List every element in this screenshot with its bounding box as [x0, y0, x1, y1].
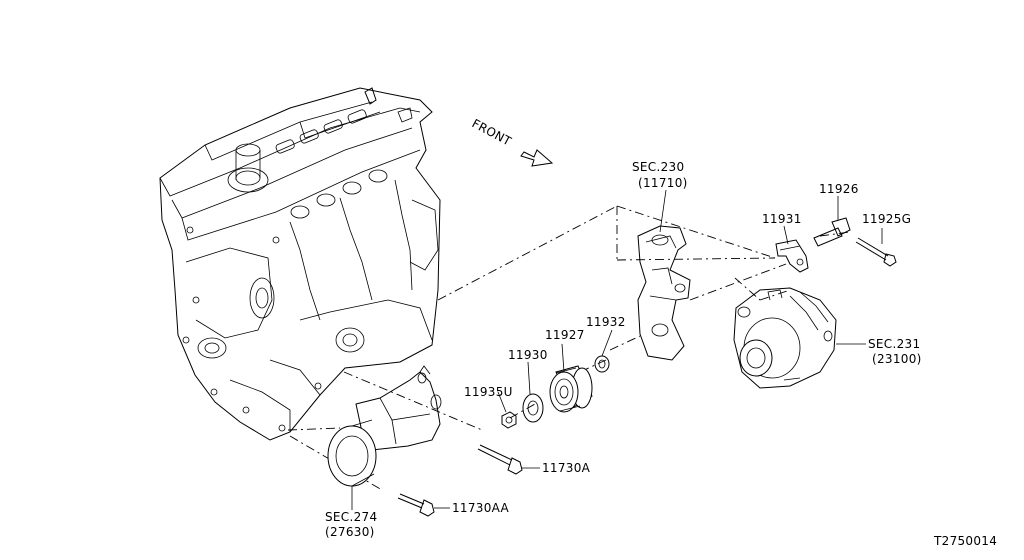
- bolt-11730a: [477, 444, 523, 475]
- label-11932: 11932: [586, 315, 626, 329]
- label-11930: 11930: [508, 348, 548, 362]
- sec230-ref: SEC.230: [632, 160, 684, 174]
- alternator: [733, 287, 837, 389]
- sec230-code: (11710): [638, 176, 688, 190]
- sec231-ref: SEC.231: [868, 337, 920, 351]
- label-11931: 11931: [762, 212, 802, 226]
- label-11935u: 11935U: [464, 385, 513, 399]
- sec274-code: (27630): [325, 525, 375, 539]
- leader-lines: [351, 189, 883, 510]
- label-11730aa: 11730AA: [452, 501, 510, 515]
- part-labels: SEC.230 (11710) 11931 11926 11925G SEC.2…: [325, 160, 997, 548]
- label-11925g: 11925G: [862, 212, 911, 226]
- bolt-11925g: [855, 237, 897, 267]
- washer-11930: [522, 393, 544, 423]
- nut-11935u: [501, 411, 517, 429]
- idler-bracket: [637, 225, 691, 361]
- bolt-11926: [813, 217, 851, 247]
- front-arrow-icon: [520, 149, 554, 167]
- engine-block: [159, 87, 441, 441]
- adjuster-11931: [775, 239, 809, 273]
- spacer-11932: [594, 355, 610, 373]
- label-11927: 11927: [545, 328, 585, 342]
- ac-compressor: [327, 365, 442, 487]
- bolt-11730aa: [397, 493, 435, 517]
- label-11730a: 11730A: [542, 461, 591, 475]
- diagram-id: T2750014: [933, 534, 997, 548]
- front-label: FRONT: [470, 116, 514, 148]
- idler-pulley-11927: [549, 365, 593, 413]
- label-11926: 11926: [819, 182, 859, 196]
- front-direction: FRONT: [470, 116, 554, 167]
- sec274-ref: SEC.274: [325, 510, 377, 524]
- assembly-lines: [287, 205, 851, 491]
- sec231-code: (23100): [872, 352, 922, 366]
